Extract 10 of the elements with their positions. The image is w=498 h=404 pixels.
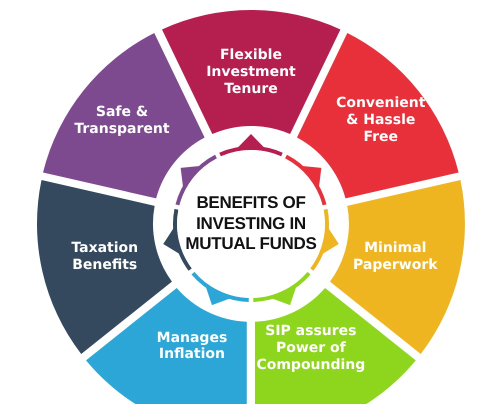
segment-label: Taxation Benefits — [70, 240, 140, 274]
segment-label: Safe & Transparent — [73, 104, 171, 138]
segment-label: Minimal Paperwork — [352, 240, 439, 274]
segment-label: Flexible Investment Tenure — [205, 46, 297, 98]
segment-label: SIP assures Power of Compounding — [255, 323, 366, 374]
segment-label: Manages Inflation — [156, 330, 228, 364]
segment-label: Convenient & Hassle Free — [335, 95, 426, 146]
ring-segment — [255, 288, 416, 404]
hub-title: BENEFITS OF INVESTING IN MUTUAL FUNDS — [184, 193, 318, 255]
ring-segment — [86, 288, 247, 404]
